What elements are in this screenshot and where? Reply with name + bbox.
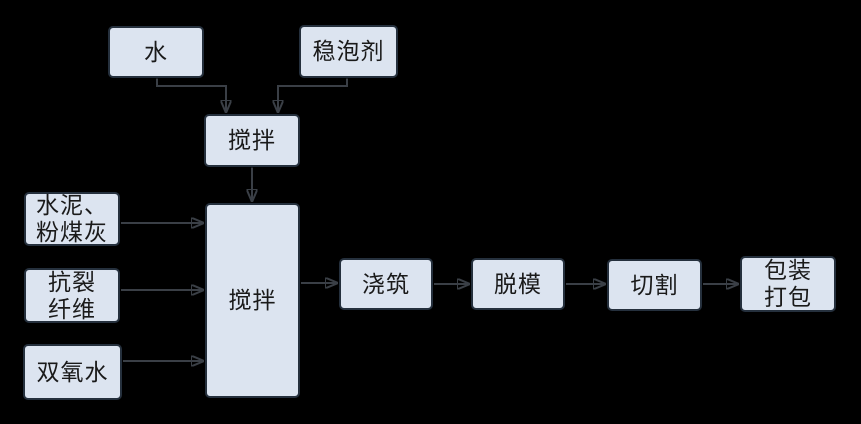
node-cutting: 切割	[607, 259, 702, 311]
node-foam-stabilizer: 稳泡剂	[299, 25, 398, 78]
node-pouring: 浇筑	[339, 258, 433, 310]
node-water-label: 水	[144, 39, 168, 65]
node-mix-pre: 搅拌	[204, 114, 300, 167]
node-mix-main: 搅拌	[205, 203, 300, 398]
edge-water-to-mix-pre	[156, 78, 226, 112]
node-pouring-label: 浇筑	[362, 271, 410, 297]
node-demolding-label: 脱模	[494, 271, 542, 297]
node-cement-flyash-label: 水泥、 粉煤灰	[36, 193, 108, 245]
node-mix-main-label: 搅拌	[228, 288, 277, 313]
node-packing: 包装 打包	[740, 256, 836, 312]
node-packing-label: 包装 打包	[764, 258, 812, 310]
node-hydrogen-peroxide: 双氧水	[23, 344, 122, 400]
node-mix-pre-label: 搅拌	[228, 128, 276, 153]
node-foam-stabilizer-label: 稳泡剂	[312, 39, 385, 64]
node-hydrogen-peroxide-label: 双氧水	[36, 359, 109, 385]
node-anticrack-fiber-label: 抗裂 纤维	[48, 269, 96, 322]
node-anticrack-fiber: 抗裂 纤维	[24, 268, 120, 323]
node-cement-flyash: 水泥、 粉煤灰	[24, 192, 120, 246]
edge-foam-stabilizer-to-mix-pre	[278, 78, 348, 112]
node-cutting-label: 切割	[630, 272, 679, 298]
node-demolding: 脱模	[471, 258, 565, 310]
node-water: 水	[108, 26, 204, 78]
